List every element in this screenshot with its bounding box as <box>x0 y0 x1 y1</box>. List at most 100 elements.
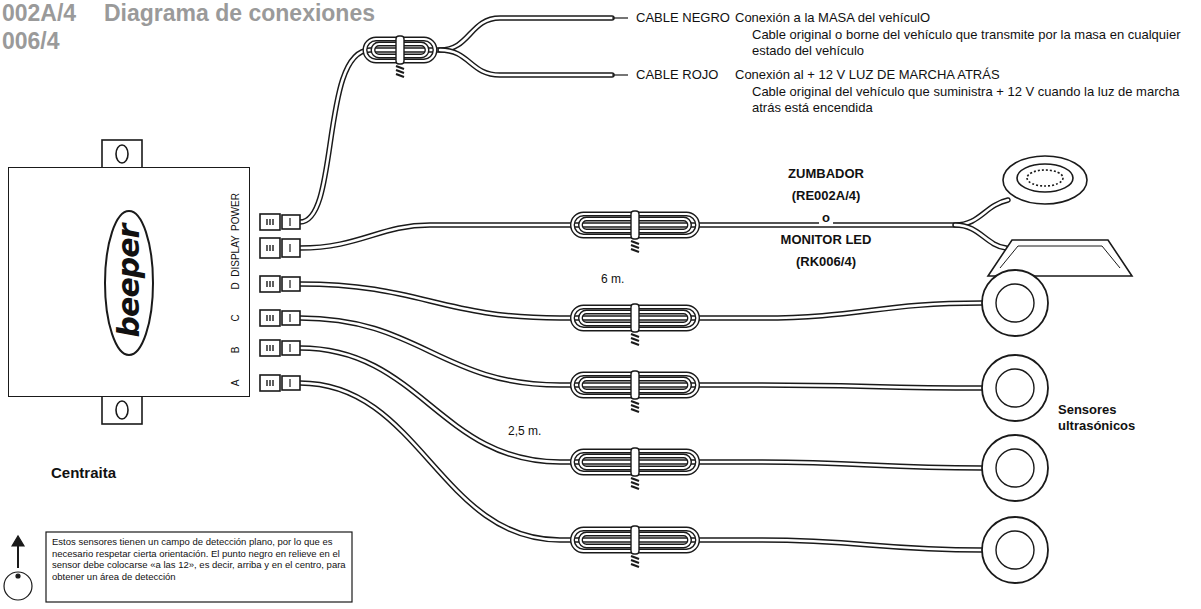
tie-twist <box>631 241 639 244</box>
wire-name: CABLE ROJO <box>636 67 718 83</box>
socket <box>260 340 280 356</box>
pin-mark <box>266 345 267 351</box>
cable-outline <box>300 200 1008 248</box>
cable-coils <box>365 36 698 567</box>
socket <box>260 276 280 292</box>
part-number: (RE002A/4) <box>789 188 864 204</box>
tie-twist <box>396 70 404 73</box>
cable-outline <box>300 383 982 550</box>
pin-mark <box>266 281 267 287</box>
plug-grip <box>289 218 290 226</box>
socket <box>260 214 280 230</box>
tie-twist <box>631 338 639 341</box>
mounting-tab <box>102 396 142 424</box>
plug-grip <box>289 379 290 387</box>
port-label: D <box>230 282 242 289</box>
note-box <box>4 532 352 602</box>
sensor-dot <box>16 574 20 578</box>
sensor-outer <box>982 435 1048 501</box>
cable-length: 2,5 m. <box>505 424 544 438</box>
cable-outline <box>955 225 1006 248</box>
buzzer-symbol <box>1003 156 1087 204</box>
pin-mark <box>266 245 267 251</box>
cable-tie <box>631 211 639 239</box>
wire-note: Conexión a la MASA del vehículO <box>735 10 930 26</box>
pin-mark <box>272 345 273 351</box>
mounting-tab <box>102 140 142 168</box>
cable-outline <box>300 18 612 222</box>
plug-grip <box>289 314 290 322</box>
cable-core <box>300 383 982 550</box>
buzzer-holes <box>1027 170 1063 186</box>
sensor-icon <box>4 572 32 600</box>
tie-twist <box>631 564 639 567</box>
brand-logo: beeper <box>111 225 147 338</box>
socket <box>260 310 280 326</box>
pin-mark <box>272 245 273 251</box>
pin-mark <box>272 315 273 321</box>
ultrasonic-sensors <box>982 270 1048 583</box>
plug <box>282 341 300 355</box>
tie-twist <box>631 556 639 559</box>
tie-twist <box>631 401 639 404</box>
tie-twist <box>631 486 639 489</box>
pin-mark <box>269 315 270 321</box>
tie-twist <box>631 342 639 345</box>
port-label: C <box>230 314 242 321</box>
plug <box>282 311 300 325</box>
model-code: 006/4 <box>2 28 60 56</box>
logo-ellipse <box>105 211 153 355</box>
cable-tie <box>631 526 639 554</box>
pin-mark <box>266 219 267 225</box>
unit-caption: Centraita <box>51 464 116 482</box>
pin-mark <box>272 219 273 225</box>
sensor-face <box>996 369 1034 407</box>
tie-twist <box>631 249 639 252</box>
tie-twist <box>396 66 404 69</box>
cable-tie <box>631 371 639 399</box>
cable-core <box>440 50 612 75</box>
pin-mark <box>269 245 270 251</box>
mounting-hole <box>116 401 128 419</box>
port-label: A <box>230 380 242 387</box>
tie-twist <box>631 560 639 563</box>
connector-plugs <box>260 214 300 391</box>
cable-core <box>300 18 612 222</box>
sensor-outer <box>982 355 1048 421</box>
socket <box>260 375 280 391</box>
cable-ends <box>612 18 628 75</box>
sensor-face <box>996 449 1034 487</box>
model-code: 002A/4 <box>2 0 76 28</box>
pin-mark <box>269 345 270 351</box>
pin-mark <box>266 315 267 321</box>
device-name: MONITOR LED <box>778 232 875 248</box>
wire-end <box>612 74 628 75</box>
tie-twist <box>631 245 639 248</box>
note-frame <box>46 532 352 602</box>
cable-core <box>955 225 1006 248</box>
monitor-edge <box>1000 246 1120 268</box>
diagram-title: Diagrama de conexiones <box>104 0 375 28</box>
plug <box>282 277 300 291</box>
tie-twist <box>631 409 639 412</box>
plug-grip <box>289 244 290 252</box>
sensor-face <box>996 284 1034 322</box>
mounting-note: Estos sensores tienen un campo de detecc… <box>52 536 348 582</box>
part-number: (RK006/4) <box>793 254 859 270</box>
pin-mark <box>269 380 270 386</box>
cable-core <box>300 200 1008 248</box>
cable-tie <box>396 36 404 64</box>
pin-mark <box>266 380 267 386</box>
cable-tie <box>631 448 639 476</box>
pin-mark <box>269 281 270 287</box>
plug <box>282 215 300 229</box>
wire-note: Cable original del vehículo que suminist… <box>752 84 1192 115</box>
plug-grip <box>289 280 290 288</box>
pin-mark <box>272 281 273 287</box>
wire-end <box>612 17 628 18</box>
plug <box>282 239 300 257</box>
cable-length: 6 m. <box>598 272 627 286</box>
device-name: ZUMBADOR <box>785 166 867 182</box>
wire-note: Cable original o borne del vehículo que … <box>752 27 1192 58</box>
sensor-group-label: Sensores ultrasónicos <box>1058 402 1178 433</box>
